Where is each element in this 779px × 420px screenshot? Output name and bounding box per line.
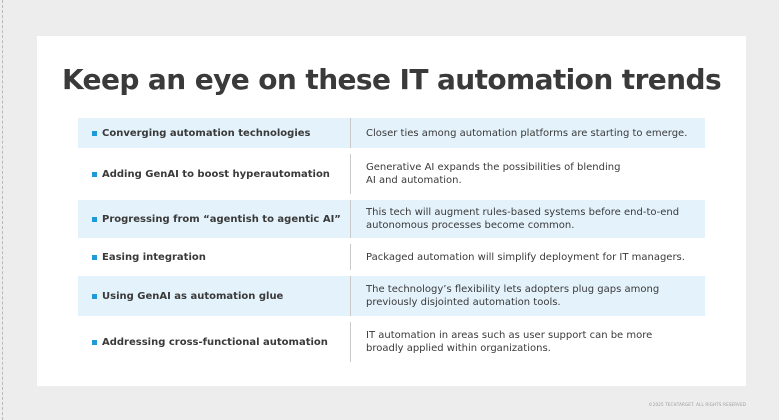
trend-label: Adding GenAI to boost hyperautomation <box>102 168 330 180</box>
trend-cell: Adding GenAI to boost hyperautomation <box>78 154 351 194</box>
trends-table: Converging automation technologies Close… <box>78 118 705 368</box>
page-title: Keep an eye on these IT automation trend… <box>61 63 722 96</box>
table-row: Progressing from “agentish to agentic AI… <box>78 200 705 238</box>
table-row: Addressing cross-functional automation I… <box>78 322 705 362</box>
trend-label: Converging automation technologies <box>102 127 311 139</box>
description-cell: Closer ties among automation platforms a… <box>351 118 705 148</box>
description-text: IT automation in areas such as user supp… <box>366 330 653 354</box>
table-row: Converging automation technologies Close… <box>78 118 705 148</box>
description-cell: Packaged automation will simplify deploy… <box>351 244 705 270</box>
trend-label: Addressing cross-functional automation <box>102 336 328 348</box>
description-text: Closer ties among automation platforms a… <box>366 127 688 139</box>
table-row: Using GenAI as automation glue The techn… <box>78 276 705 316</box>
square-bullet-icon <box>92 171 97 177</box>
description-text: Generative AI expands the possibilities … <box>366 162 621 186</box>
description-text: This tech will augment rules-based syste… <box>366 207 680 231</box>
trend-cell: Easing integration <box>78 244 351 270</box>
square-bullet-icon <box>92 293 97 299</box>
trend-label: Progressing from “agentish to agentic AI… <box>102 213 341 225</box>
table-row: Easing integration Packaged automation w… <box>78 244 705 270</box>
description-text: Packaged automation will simplify deploy… <box>366 251 685 263</box>
trend-cell: Addressing cross-functional automation <box>78 322 351 362</box>
description-cell: Generative AI expands the possibilities … <box>351 154 705 194</box>
page-edge-rule <box>2 0 4 420</box>
description-cell: IT automation in areas such as user supp… <box>351 322 705 362</box>
description-cell: This tech will augment rules-based syste… <box>351 200 705 238</box>
infographic-card: Keep an eye on these IT automation trend… <box>37 36 746 386</box>
trend-cell: Converging automation technologies <box>78 118 351 148</box>
description-cell: The technology’s flexibility lets adopte… <box>351 276 705 316</box>
trend-cell: Using GenAI as automation glue <box>78 276 351 316</box>
square-bullet-icon <box>92 216 97 222</box>
square-bullet-icon <box>92 130 97 136</box>
description-text: The technology’s flexibility lets adopte… <box>366 284 660 308</box>
trend-label: Easing integration <box>102 251 206 263</box>
trend-label: Using GenAI as automation glue <box>102 290 284 302</box>
copyright-notice: ©2025 TECHTARGET. ALL RIGHTS RESERVED <box>648 402 746 407</box>
table-row: Adding GenAI to boost hyperautomation Ge… <box>78 154 705 194</box>
trend-cell: Progressing from “agentish to agentic AI… <box>78 200 351 238</box>
square-bullet-icon <box>92 339 97 345</box>
square-bullet-icon <box>92 254 97 260</box>
